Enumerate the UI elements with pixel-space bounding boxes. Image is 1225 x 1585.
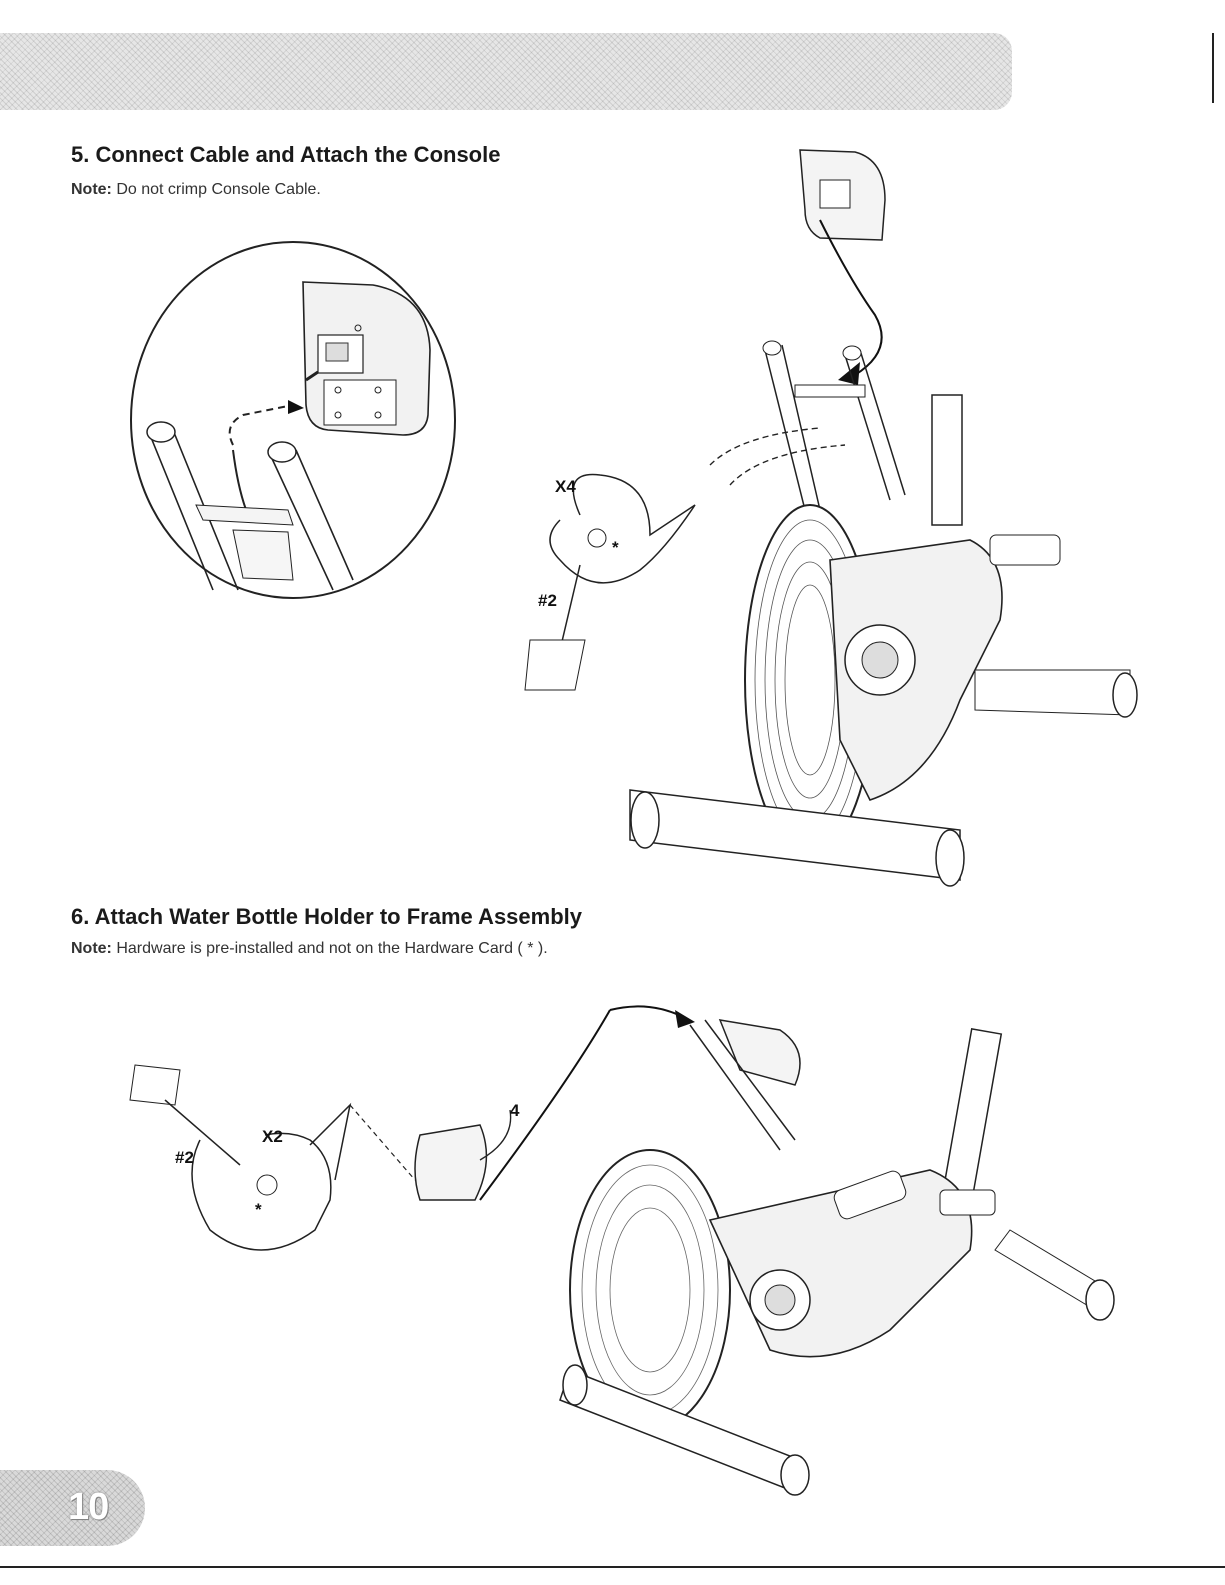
step5-callout-mark: * — [612, 538, 619, 557]
step6-note: Note: Hardware is pre-installed and not … — [71, 940, 548, 958]
step6-note-label: Note: — [71, 940, 112, 957]
step5-bike-illustration: X4 * #2 — [520, 140, 1140, 900]
step6-note-text: Hardware is pre-installed and not on the… — [112, 940, 548, 957]
step5-title: 5. Connect Cable and Attach the Console — [71, 142, 500, 168]
step6-title: 6. Attach Water Bottle Holder to Frame A… — [71, 904, 582, 930]
page-number: 10 — [68, 1486, 108, 1529]
step6-callout-tool: #2 — [175, 1148, 194, 1167]
step5-detail-illustration — [128, 240, 468, 605]
step6-callout-mark: * — [255, 1200, 262, 1219]
step6-bike-illustration — [450, 990, 1120, 1500]
step5-note-label: Note: — [71, 181, 112, 198]
header-band — [0, 33, 1012, 110]
step5-callout-tool: #2 — [538, 591, 557, 610]
step5-note: Note: Do not crimp Console Cable. — [71, 181, 321, 199]
step5-note-text: Do not crimp Console Cable. — [112, 181, 321, 198]
step5-callout-qty: X4 — [555, 477, 576, 496]
page-edge-mark — [1212, 33, 1214, 103]
step6-callout-qty: X2 — [262, 1127, 283, 1146]
bottom-rule — [0, 1566, 1225, 1568]
